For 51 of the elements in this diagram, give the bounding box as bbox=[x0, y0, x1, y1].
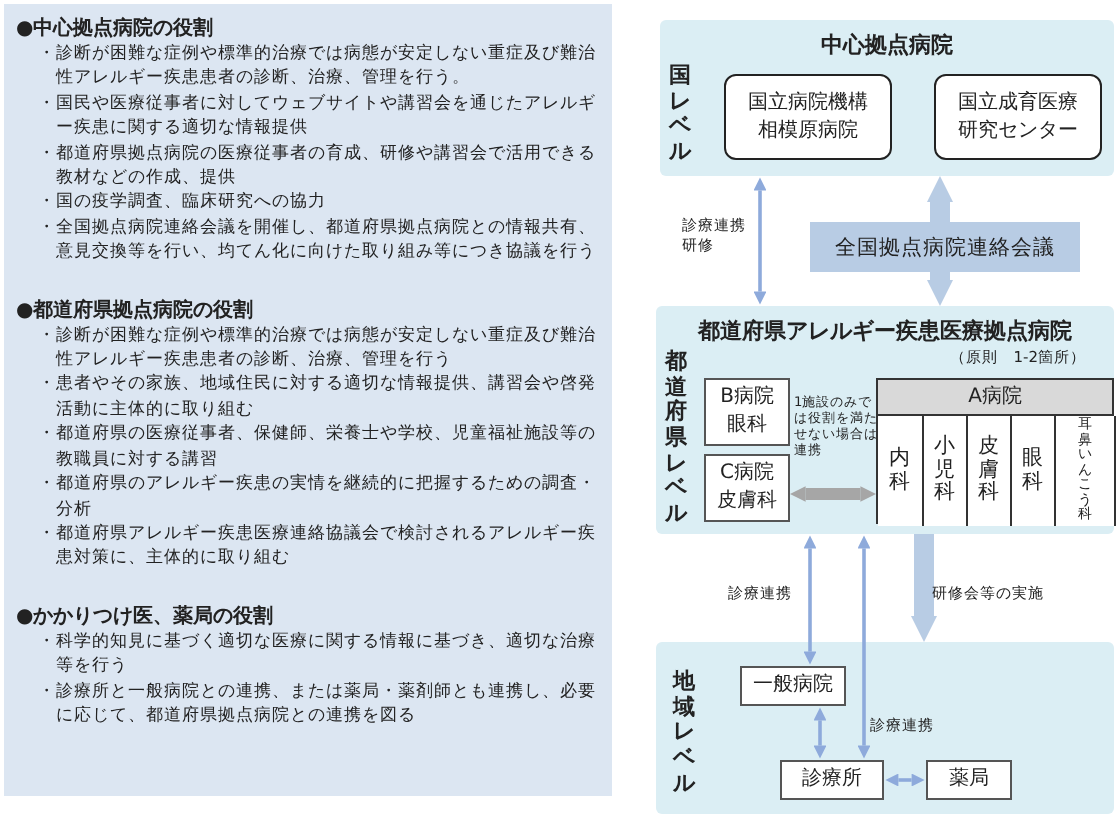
info-panel bbox=[4, 4, 612, 796]
bullet-item: ・都道府県拠点病院の医療従事者の育成、研修や講習会で活用できる教材などの作成、提供 bbox=[36, 141, 598, 191]
hospital-box: 国立病院機構相模原病院 bbox=[724, 74, 892, 160]
facility-box bbox=[704, 454, 790, 522]
arrow bbox=[813, 707, 827, 759]
bullet-item: ・国の疫学調査、臨床研究への協力 bbox=[36, 190, 328, 216]
facility-box: 薬局 bbox=[926, 760, 1012, 800]
hospital-name: C病院 bbox=[720, 460, 774, 488]
section-heading: ●都道府県拠点病院の役割 bbox=[16, 297, 256, 324]
arrow bbox=[927, 176, 953, 222]
level-label: 都道府県レベル bbox=[664, 350, 688, 528]
bullet-item: ・診断が困難な症例や標準的治療では病態が安定しない重症及び難治性アレルギー疾患患者の診断、治療、管理を行う。 bbox=[36, 42, 598, 92]
bullet-item: ・患者やその家族、地域住民に対する適切な情報提供、講習会や啓発活動に主体的に取り組む bbox=[36, 372, 598, 423]
header-cell: A病院 bbox=[878, 380, 1112, 416]
department-cell: 皮膚科 bbox=[968, 416, 1012, 526]
arrow bbox=[911, 534, 937, 642]
arrow bbox=[790, 486, 876, 502]
level-band bbox=[656, 306, 1114, 534]
level-label: 国レベル bbox=[668, 64, 692, 166]
arrow bbox=[885, 773, 925, 787]
arrow bbox=[803, 535, 817, 665]
facility-box: 一般病院 bbox=[740, 666, 846, 706]
bullet-item: ・都道府県の医療従事者、保健師、栄養士や学校、児童福祉施設等の教職員に対する講習 bbox=[36, 422, 598, 473]
hospital-box bbox=[876, 378, 1114, 524]
conference-bar: 全国拠点病院連絡会議 bbox=[810, 222, 1080, 272]
bullet-item: ・診療所と一般病院との連携、または薬局・薬剤師とも連携し、必要に応じて、都道府県拠点病院との連携を図る bbox=[36, 679, 598, 729]
bullet-item: ・都道府県アレルギー疾患医療連絡協議会で検討されるアレルギー疾患対策に、主体的に取り組む bbox=[36, 521, 598, 572]
bullet-item: ・国民や医療従事者に対してウェブサイトや講習会を通じたアレルギー疾患に関する適切な情報提供 bbox=[36, 91, 598, 142]
department-cell: 小児科 bbox=[924, 416, 968, 526]
department-name: 眼科 bbox=[727, 412, 767, 440]
section-heading: ●かかりつけ医、薬局の役割 bbox=[16, 603, 276, 630]
hospital-box: 国立成育医療研究センター bbox=[934, 74, 1102, 160]
arrow bbox=[927, 272, 953, 306]
bullet-item: ・診断が困難な症例や標準的治療では病態が安定しない重症及び難治性アレルギー疾患患者の診断、治療、管理を行う bbox=[36, 323, 598, 373]
bullet-item: ・全国拠点病院連絡会議を開催し、都道府県拠点病院との情報共有、意見交換等を行い、均てん化に向けた取り組み等につき協議を行う bbox=[36, 215, 598, 266]
bullet-item: ・科学的知見に基づく適切な医療に関する情報に基づき、適切な治療等を行う bbox=[36, 629, 598, 680]
section-heading: ●中心拠点病院の役割 bbox=[16, 16, 216, 42]
band-title: 都道府県アレルギー疾患医療拠点病院 bbox=[695, 316, 1074, 346]
bullet-item: ・都道府県のアレルギー疾患の実情を継続的に把握するための調査・分析 bbox=[36, 472, 598, 522]
department-cell: 内科 bbox=[878, 416, 924, 526]
band-title: 中心拠点病院 bbox=[819, 30, 955, 60]
hospital-name: B病院 bbox=[720, 384, 774, 412]
arrow bbox=[753, 177, 767, 305]
level-band bbox=[656, 642, 1114, 814]
department-cell: 眼科 bbox=[1012, 416, 1056, 526]
facility-box bbox=[704, 378, 790, 446]
department-name: 皮膚科 bbox=[717, 488, 777, 516]
level-band bbox=[660, 20, 1114, 176]
level-label: 地域レベル bbox=[672, 670, 696, 797]
arrow bbox=[857, 535, 871, 759]
facility-box: 診療所 bbox=[780, 760, 884, 800]
